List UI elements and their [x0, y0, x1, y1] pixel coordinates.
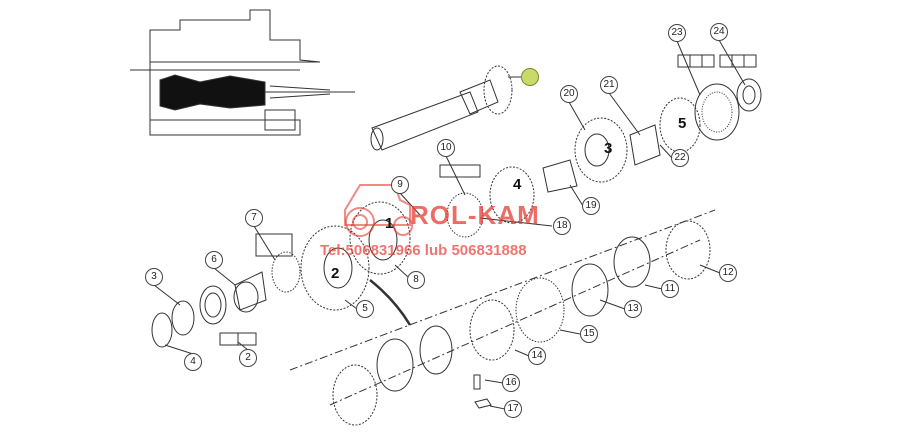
callout-11[interactable]: 11	[661, 280, 679, 298]
callout-6[interactable]: 6	[205, 251, 223, 269]
needle-bearing-18	[446, 192, 484, 238]
watermark-phone: Tel:506831966 lub 506831888	[320, 242, 527, 259]
callout-17[interactable]: 17	[504, 400, 522, 418]
gear-4	[489, 166, 535, 224]
callout-16[interactable]: 16	[502, 374, 520, 392]
callout-8[interactable]: 8	[407, 271, 425, 289]
callout-10[interactable]: 10	[437, 139, 455, 157]
part-mark-5: 5	[678, 115, 687, 132]
part-mark-4: 4	[513, 176, 522, 193]
callout-21[interactable]: 21	[600, 76, 618, 94]
gear-2	[300, 225, 370, 311]
callout-22[interactable]: 22	[671, 149, 689, 167]
callout-7[interactable]: 7	[245, 209, 263, 227]
input-shaft	[370, 65, 513, 151]
callout-19[interactable]: 19	[582, 197, 600, 215]
gear-3	[574, 117, 628, 183]
callout-2[interactable]: 2	[239, 349, 257, 367]
callout-23[interactable]: 23	[668, 24, 686, 42]
bearing-23	[694, 83, 740, 141]
callout-12[interactable]: 12	[719, 264, 737, 282]
bushing-19	[542, 159, 578, 193]
part-mark-1: 1	[385, 215, 394, 232]
cross-section-view	[130, 9, 355, 136]
bushing-21	[629, 124, 661, 166]
callout-highlighted[interactable]	[521, 68, 539, 86]
part-mark-3: 3	[604, 140, 613, 157]
gear-1	[349, 201, 411, 275]
callout-24[interactable]: 24	[710, 23, 728, 41]
callout-20[interactable]: 20	[560, 85, 578, 103]
bearing-24	[736, 78, 762, 112]
callout-5[interactable]: 5	[356, 300, 374, 318]
callout-4[interactable]: 4	[184, 353, 202, 371]
callout-15[interactable]: 15	[580, 325, 598, 343]
callout-18[interactable]: 18	[553, 217, 571, 235]
callout-13[interactable]: 13	[624, 300, 642, 318]
callout-3[interactable]: 3	[145, 268, 163, 286]
callout-14[interactable]: 14	[528, 347, 546, 365]
part-mark-2: 2	[331, 265, 340, 282]
callout-9[interactable]: 9	[391, 176, 409, 194]
watermark-brand: ROL-KAM	[410, 200, 540, 230]
